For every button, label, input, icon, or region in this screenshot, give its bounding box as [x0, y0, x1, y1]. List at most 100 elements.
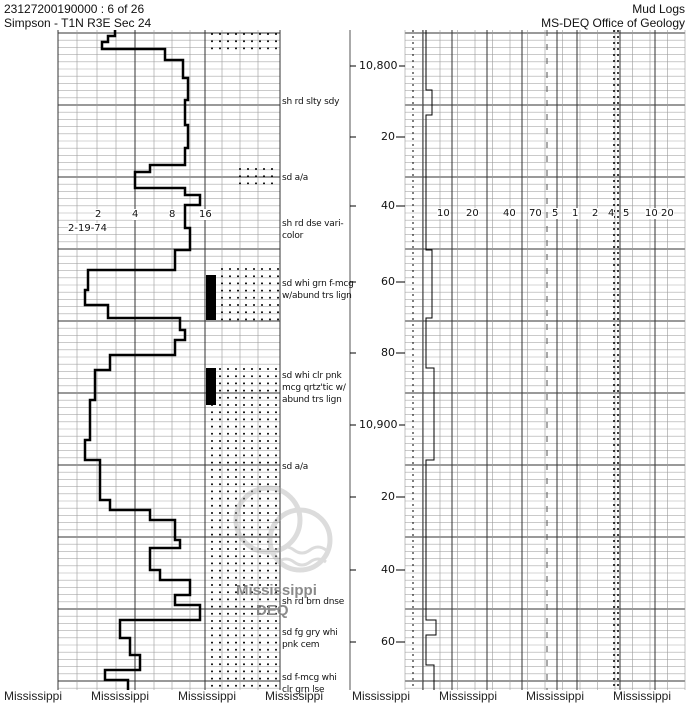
sand-dot — [243, 620, 245, 622]
gas-scale-label: 20 — [661, 208, 674, 219]
well-location: Simpson - T1N R3E Sec 24 — [4, 16, 152, 30]
sand-dot — [227, 555, 229, 558]
sand-dot — [267, 540, 269, 543]
sand-dot — [211, 555, 213, 558]
drill-rate-scale-label: 16 — [199, 209, 212, 220]
sand-dot — [235, 454, 237, 457]
sand-dot — [227, 404, 229, 406]
sand-dot — [239, 175, 241, 178]
sand-dot — [211, 526, 213, 529]
sand-dot — [251, 440, 253, 442]
sand-dot — [221, 304, 223, 306]
sand-dot — [259, 483, 261, 486]
sand-dot — [243, 656, 245, 658]
sand-dot — [227, 540, 229, 543]
sand-dot — [243, 548, 245, 550]
sand-dot — [211, 533, 213, 536]
sand-dot — [267, 47, 269, 50]
sand-dot — [251, 555, 253, 558]
sand-dot — [243, 512, 245, 514]
sand-dot — [251, 504, 253, 507]
lithology-description: clr grn lse — [282, 685, 325, 695]
sand-dot — [251, 677, 253, 680]
sand-dot — [275, 40, 277, 43]
sand-dot — [275, 512, 277, 514]
sand-dot — [267, 634, 269, 637]
sand-dot — [227, 483, 229, 486]
sand-dot — [227, 670, 229, 673]
sand-dot — [235, 641, 237, 644]
sand-dot — [237, 318, 239, 321]
sand-dot — [235, 476, 237, 478]
sand-dot — [227, 432, 229, 435]
sand-dot — [243, 432, 245, 435]
sand-dot — [219, 591, 221, 594]
sand-dot — [219, 461, 221, 464]
lignite-marker — [206, 368, 216, 405]
sand-dot — [211, 648, 213, 651]
sand-dot — [269, 304, 271, 306]
sand-dot — [221, 296, 223, 299]
sand-dot — [275, 684, 277, 687]
sand-dot — [227, 454, 229, 457]
lithology-description: sd f-mcg whi — [282, 673, 337, 683]
sand-dot — [211, 641, 213, 644]
sand-dot — [267, 483, 269, 486]
lithology-description: sd fg gry whi — [282, 628, 338, 638]
sand-dot — [237, 311, 239, 314]
sand-dot — [253, 282, 255, 285]
footer-watermark-text: Mississippi — [352, 689, 411, 703]
depth-ticks — [350, 65, 405, 643]
sand-dot — [267, 468, 269, 471]
sand-dot — [259, 634, 261, 637]
sand-dot — [219, 540, 221, 543]
sand-dot — [211, 627, 213, 630]
sand-dot — [235, 555, 237, 558]
sand-dot — [259, 389, 261, 392]
sand-dot — [229, 289, 231, 292]
sand-dot — [267, 656, 269, 658]
sand-dot — [243, 375, 245, 378]
sand-dot — [251, 533, 253, 536]
sand-dot — [235, 497, 237, 500]
sand-dot — [235, 684, 237, 687]
sand-dot — [251, 684, 253, 687]
sand-dot — [221, 289, 223, 292]
sand-dot — [227, 591, 229, 594]
lignite-marker — [206, 275, 216, 320]
sand-dot — [259, 656, 261, 658]
sand-dot — [251, 396, 253, 399]
sand-dot — [259, 598, 261, 601]
sand-dot — [229, 275, 231, 278]
sand-dot — [219, 663, 221, 666]
sand-dot — [211, 468, 213, 471]
sand-dot — [275, 519, 277, 522]
sand-dot — [275, 598, 277, 601]
sand-dot — [243, 418, 245, 421]
sand-dot — [261, 282, 263, 285]
sand-dot — [219, 526, 221, 529]
sand-dot — [219, 512, 221, 514]
sand-dot — [211, 33, 213, 35]
lithology-description: sd a/a — [282, 462, 309, 472]
gas-scale-label: 10 — [645, 208, 658, 219]
document-id: 23127200190000 : 6 of 26 — [4, 2, 145, 16]
sand-dot — [227, 468, 229, 471]
sand-dot — [219, 411, 221, 414]
sand-dot — [247, 168, 249, 170]
sand-dot — [227, 382, 229, 385]
sand-dot — [259, 533, 261, 536]
sand-dot — [275, 440, 277, 442]
sand-dot — [261, 275, 263, 278]
sand-dot — [243, 468, 245, 471]
sand-dot — [229, 296, 231, 299]
sand-dot — [267, 576, 269, 579]
sand-dot — [239, 182, 241, 185]
sand-dot — [263, 175, 265, 178]
sand-dot — [267, 490, 269, 493]
sand-dot — [275, 533, 277, 536]
agency-name: MS-DEQ Office of Geology — [541, 16, 685, 30]
sand-dot — [251, 490, 253, 493]
sand-dot — [211, 519, 213, 522]
sand-dot — [243, 519, 245, 522]
